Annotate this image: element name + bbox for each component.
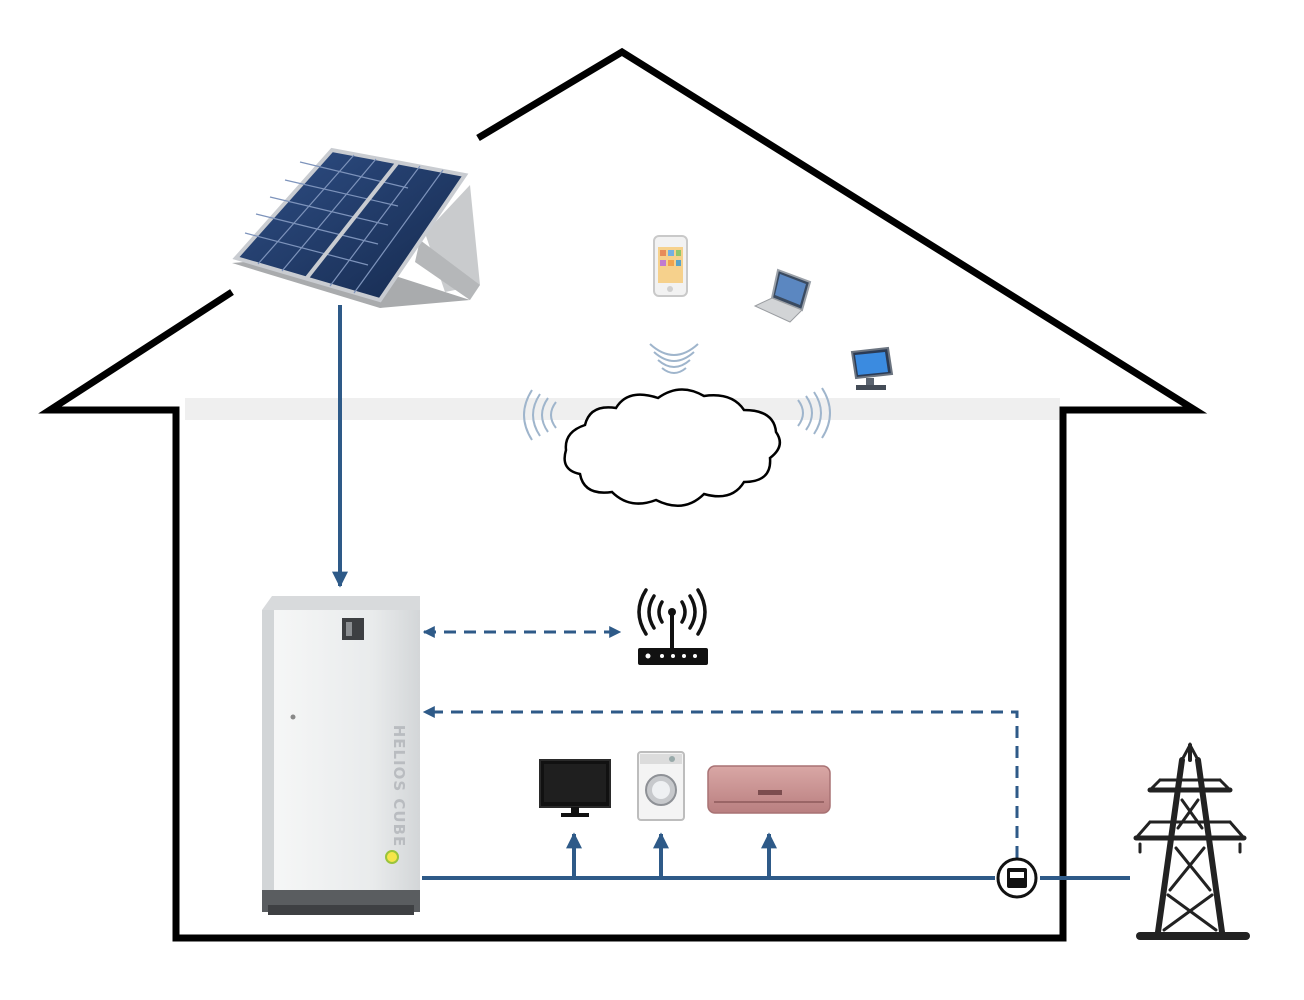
television-icon (539, 759, 611, 817)
smartphone-icon (653, 235, 688, 297)
power-pylon-icon (1133, 741, 1250, 940)
washing-machine-icon (637, 751, 685, 821)
cube-label: HELIOS CUBE (390, 725, 408, 848)
cloud-icon (563, 388, 782, 507)
laptop-icon (753, 268, 812, 323)
solar-panel-icon (232, 147, 480, 308)
wifi-signal-icon (523, 343, 831, 441)
wifi-router-icon (637, 588, 708, 665)
desktop-monitor-icon (850, 346, 894, 390)
meter-cube-link (422, 706, 1019, 858)
house-outline (38, 47, 1208, 942)
smart-meter-icon (996, 857, 1038, 899)
battery-cube-icon: HELIOS CUBE (262, 596, 420, 915)
air-conditioner-icon (707, 765, 831, 814)
